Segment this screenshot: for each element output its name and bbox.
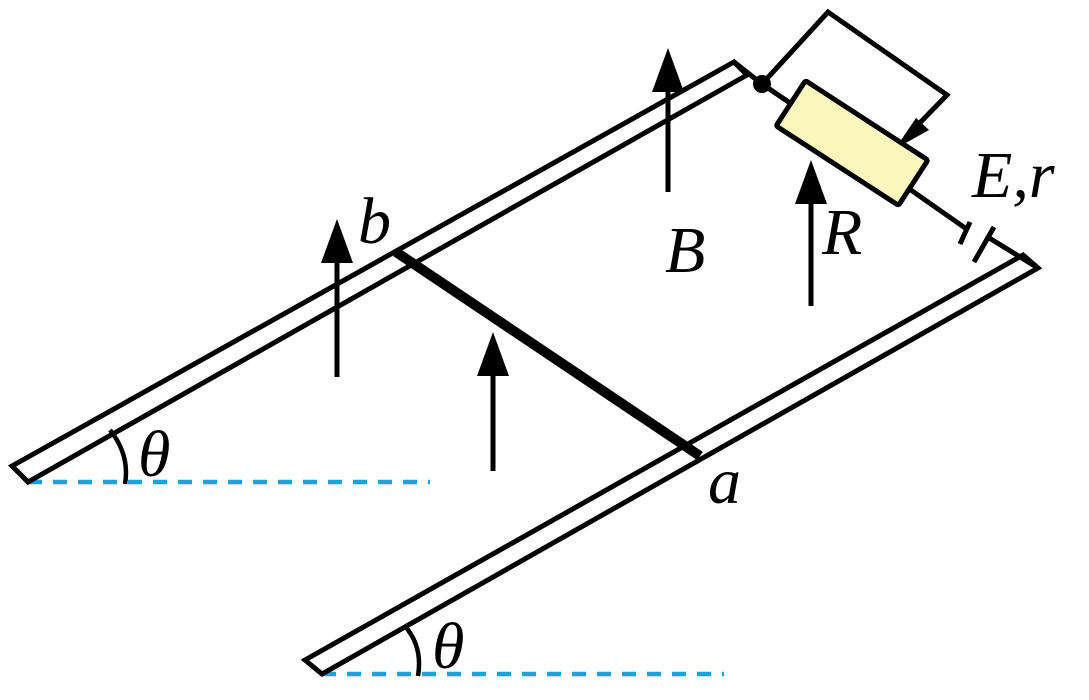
label-resistor-r: R	[821, 196, 862, 269]
resistor-body	[774, 78, 930, 208]
label-b: b	[358, 185, 391, 258]
field-arrow-4	[477, 332, 509, 471]
junction-dot-icon	[753, 75, 771, 93]
field-arrow-2	[795, 160, 827, 306]
label-source-er: E,r	[971, 139, 1055, 212]
wire-resistor-to-battery	[906, 185, 970, 233]
rheostat-slider-wire	[760, 8, 951, 137]
upward-arrow-icon	[795, 160, 827, 204]
label-field-b: B	[665, 214, 705, 287]
wire-battery-to-rail	[984, 233, 1040, 271]
rail-lower	[300, 251, 1043, 678]
label-angle-theta-lower: θ	[432, 610, 464, 683]
conducting-rod-ab	[393, 247, 703, 461]
angle-arc-lower	[402, 623, 422, 677]
field-arrow-3	[321, 219, 353, 377]
label-a: a	[708, 445, 741, 518]
battery-plate-short	[971, 225, 997, 264]
upward-arrow-icon	[477, 332, 509, 376]
upward-arrow-icon	[652, 48, 684, 92]
angle-arc-upper	[108, 428, 129, 485]
label-angle-theta-upper: θ	[138, 418, 170, 491]
slider-arrow-icon	[895, 118, 929, 149]
battery-plate-long	[957, 220, 973, 246]
upward-arrow-icon	[321, 219, 353, 263]
field-arrow-1	[652, 48, 684, 192]
